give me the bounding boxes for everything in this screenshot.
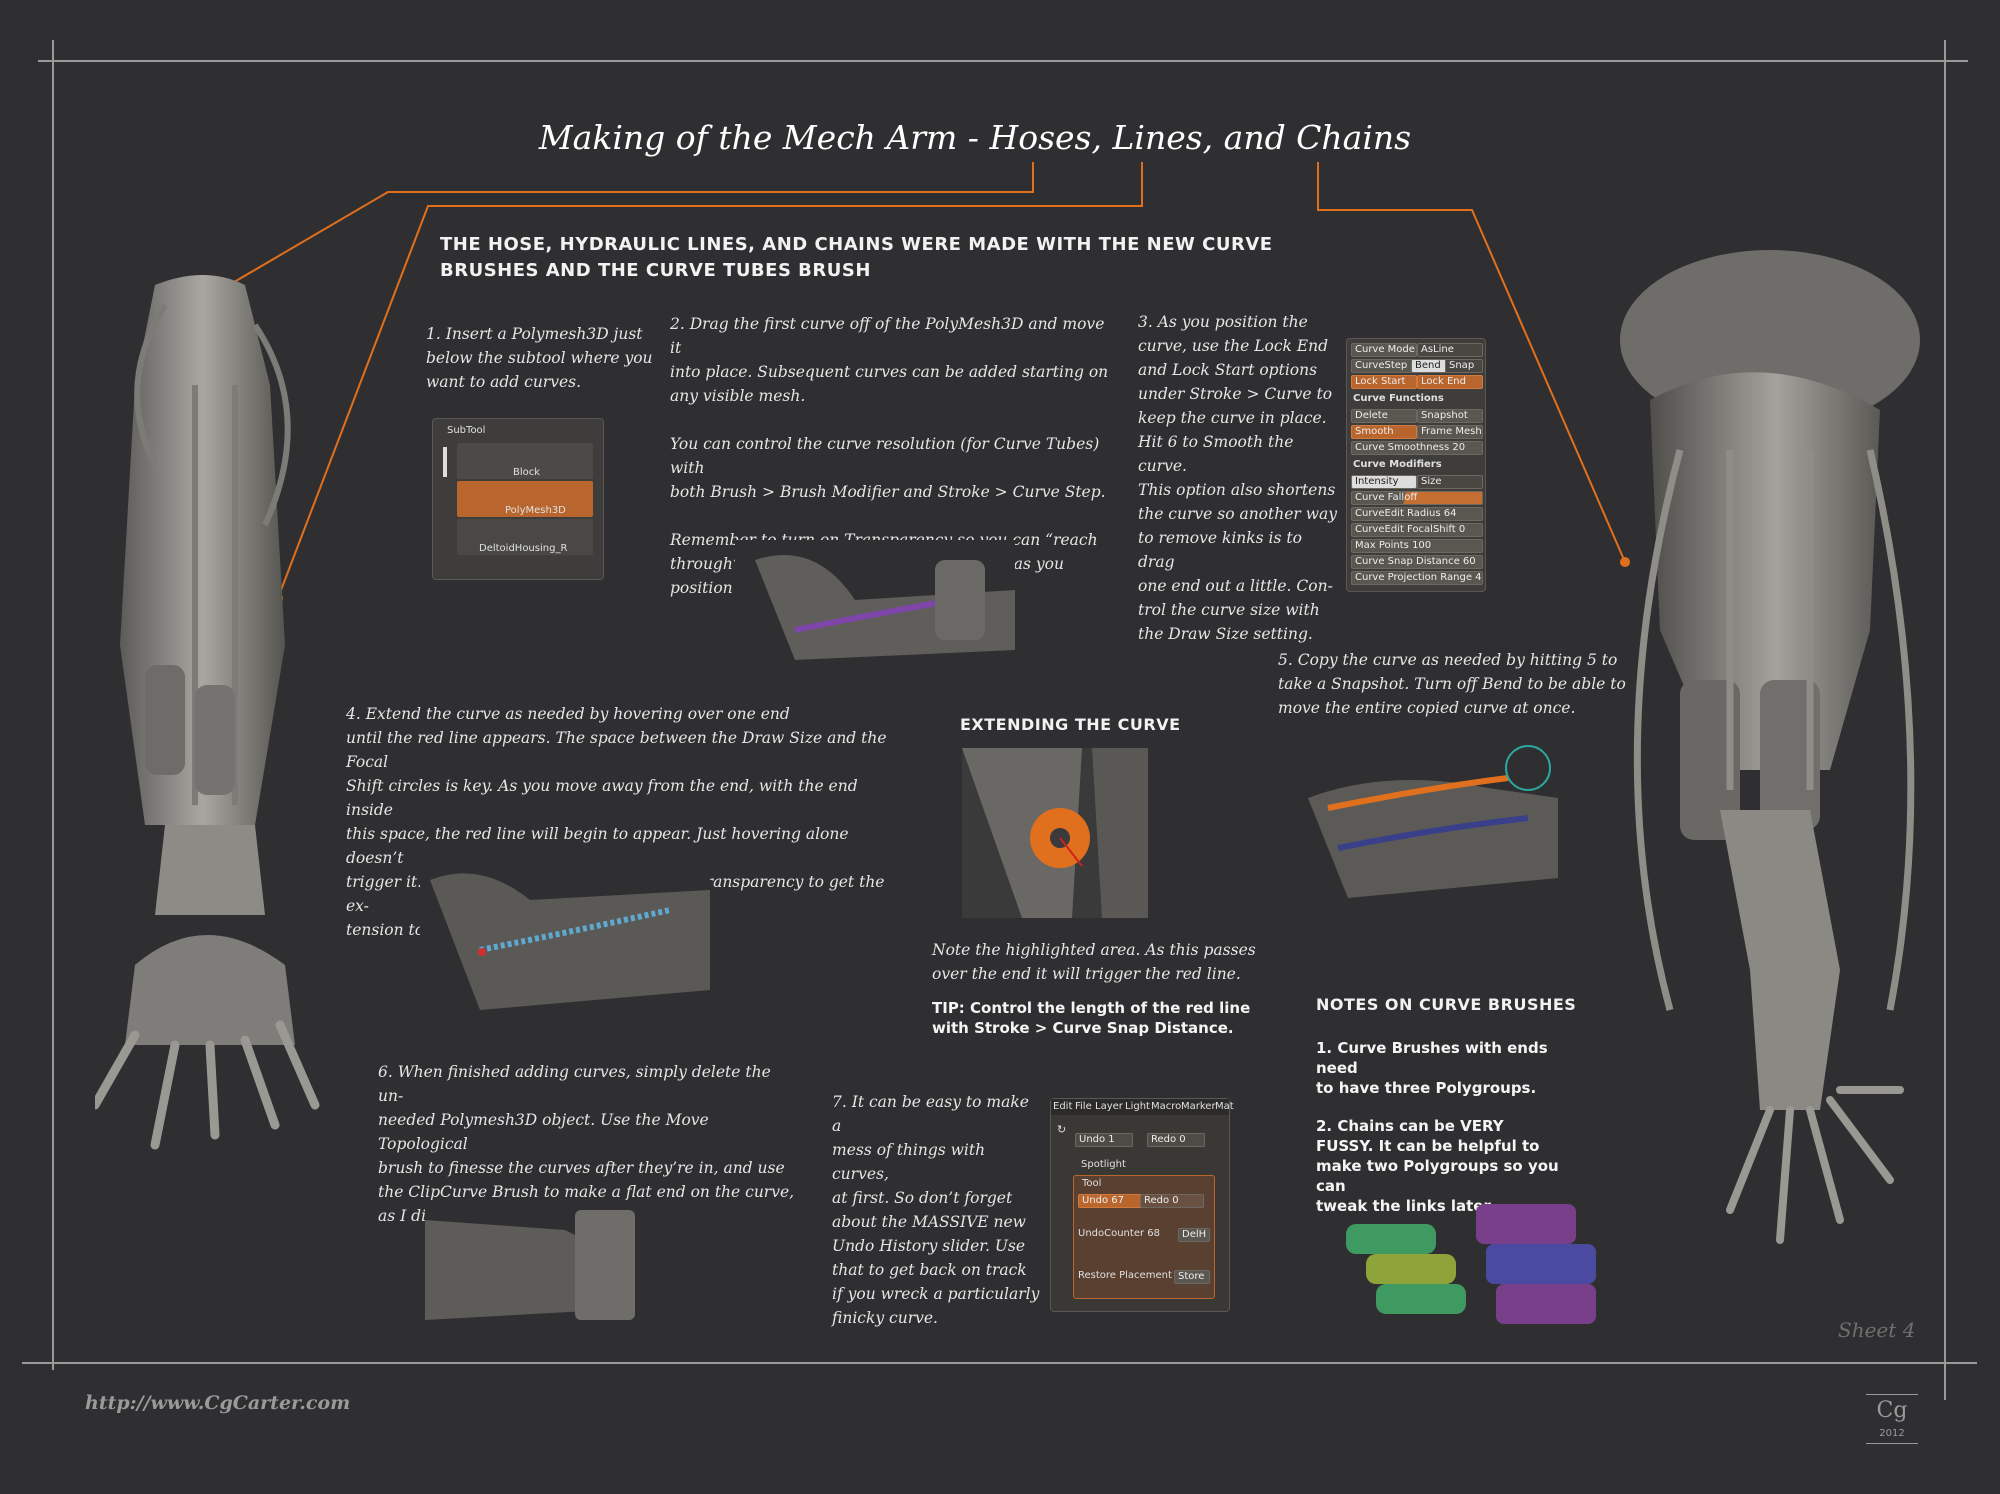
menu-macro[interactable]: Macro — [1151, 1101, 1182, 1112]
cg-logo-letters: Cg — [1876, 1398, 1908, 1423]
snapshot-button[interactable]: Snapshot — [1417, 409, 1483, 423]
chain-links-render — [1346, 1204, 1596, 1324]
subtool-item-polymesh[interactable] — [457, 481, 593, 517]
curve-functions-header: Curve Functions — [1353, 393, 1444, 404]
step-6-screenshot — [425, 1200, 647, 1330]
frame-top-line — [38, 60, 1968, 62]
extending-note: Note the highlighted area. As this passe… — [932, 941, 1256, 983]
store-button[interactable]: Store — [1174, 1270, 1210, 1284]
curvestep-slider[interactable]: CurveStep 1 — [1351, 359, 1417, 373]
callout-line-chains — [1317, 162, 1626, 563]
frame-left-line — [52, 40, 54, 1370]
menu-file[interactable]: File — [1075, 1101, 1092, 1112]
callout-line-hoses — [199, 162, 1034, 303]
step-4-screenshot — [420, 860, 710, 1020]
callout-dot-chains — [1620, 557, 1630, 567]
undo-menu-bar: Edit File Layer Light Macro Marker Mat — [1051, 1099, 1234, 1115]
page-title: Making of the Mech Arm - Hoses, Lines, a… — [538, 118, 1412, 157]
frame-mesh-button[interactable]: Frame Mesh — [1417, 425, 1483, 439]
subtool-panel: SubTool Block PolyMesh3D DeltoidHousing_… — [432, 418, 604, 580]
step-5-screenshot — [1308, 738, 1558, 908]
undo-button[interactable]: Undo 1 — [1075, 1133, 1133, 1147]
subtool-item-deltoid[interactable] — [457, 519, 593, 555]
subtool-header: SubTool — [447, 425, 486, 436]
extending-heading: Extending the curve — [960, 715, 1181, 734]
curve-falloff-curve[interactable]: Curve Falloff — [1351, 491, 1483, 505]
tool-label: Tool — [1082, 1178, 1102, 1189]
menu-light[interactable]: Light — [1125, 1101, 1150, 1112]
intro-heading: The hose, hydraulic lines, and chains we… — [440, 234, 1273, 281]
website-url[interactable]: http://www.CgCarter.com — [85, 1392, 351, 1414]
menu-mat[interactable]: Mat — [1215, 1101, 1234, 1112]
intensity-button[interactable]: Intensity — [1351, 475, 1417, 489]
mech-arm-left-render — [95, 275, 320, 1150]
cg-logo-year: 2012 — [1879, 1428, 1905, 1439]
subtool-scrollbar[interactable] — [443, 447, 447, 477]
menu-edit[interactable]: Edit — [1053, 1101, 1073, 1112]
tool-subpanel: Tool Undo 67 Redo 0 UndoCounter 68 DelH … — [1073, 1175, 1215, 1299]
redo-button[interactable]: Redo 0 — [1147, 1133, 1205, 1147]
lock-end-button[interactable]: Lock End — [1417, 375, 1483, 389]
subtool-item-label: DeltoidHousing_R — [479, 543, 568, 554]
step-5-text: 5. Copy the curve as needed by hitting 5… — [1278, 651, 1626, 717]
curve-mode-button[interactable]: Curve Mode — [1351, 343, 1417, 357]
curveedit-focalshift-slider[interactable]: CurveEdit FocalShift 0 — [1351, 523, 1483, 537]
curve-smoothness-slider[interactable]: Curve Smoothness 20 — [1351, 441, 1483, 455]
max-points-slider[interactable]: Max Points 100 — [1351, 539, 1483, 553]
frame-bottom-line — [22, 1362, 1977, 1364]
bend-button[interactable]: Bend — [1411, 359, 1447, 373]
step-2-screenshot — [735, 540, 1015, 670]
subtool-item-label: PolyMesh3D — [505, 505, 566, 516]
curve-modifiers-header: Curve Modifiers — [1353, 459, 1442, 470]
notes-heading: Notes on Curve Brushes — [1316, 995, 1577, 1014]
curve-options-panel: Curve Mode AsLine CurveStep 1 Bend Snap … — [1346, 338, 1486, 592]
menu-marker[interactable]: Marker — [1181, 1101, 1216, 1112]
redo0-button[interactable]: Redo 0 — [1140, 1194, 1204, 1208]
undo-history-panel: Edit File Layer Light Macro Marker Mat ↻… — [1050, 1098, 1234, 1312]
undo67-button[interactable]: Undo 67 — [1078, 1194, 1142, 1208]
cg-logo: Cg 2012 — [1866, 1394, 1918, 1444]
smooth-button[interactable]: Smooth — [1351, 425, 1417, 439]
subtool-item-label: Block — [513, 467, 541, 478]
callout-line-lines — [277, 162, 1143, 599]
delete-button[interactable]: Delete — [1351, 409, 1417, 423]
extending-screenshot — [962, 748, 1148, 918]
size-button[interactable]: Size — [1417, 475, 1483, 489]
mech-arm-right-render — [1620, 250, 1920, 1244]
refresh-icon[interactable]: ↻ — [1057, 1123, 1067, 1136]
curve-projection-range-slider[interactable]: Curve Projection Range 4 — [1351, 571, 1483, 585]
delh-button[interactable]: DelH — [1178, 1228, 1210, 1242]
subtool-item-block[interactable] — [457, 443, 593, 479]
lock-start-button[interactable]: Lock Start — [1351, 375, 1417, 389]
spotlight-label: Spotlight — [1081, 1159, 1126, 1170]
sheet-number: Sheet 4 — [1838, 1318, 1916, 1342]
curveedit-radius-slider[interactable]: CurveEdit Radius 64 — [1351, 507, 1483, 521]
frame-right-line — [1944, 40, 1946, 1400]
undo-counter-slider[interactable]: UndoCounter 68 — [1078, 1228, 1160, 1239]
restore-placement-label: Restore Placement — [1078, 1270, 1172, 1281]
asline-button[interactable]: AsLine — [1417, 343, 1483, 357]
menu-layer[interactable]: Layer — [1095, 1101, 1123, 1112]
snap-button[interactable]: Snap — [1445, 359, 1483, 373]
curve-snap-distance-slider[interactable]: Curve Snap Distance 60 — [1351, 555, 1483, 569]
